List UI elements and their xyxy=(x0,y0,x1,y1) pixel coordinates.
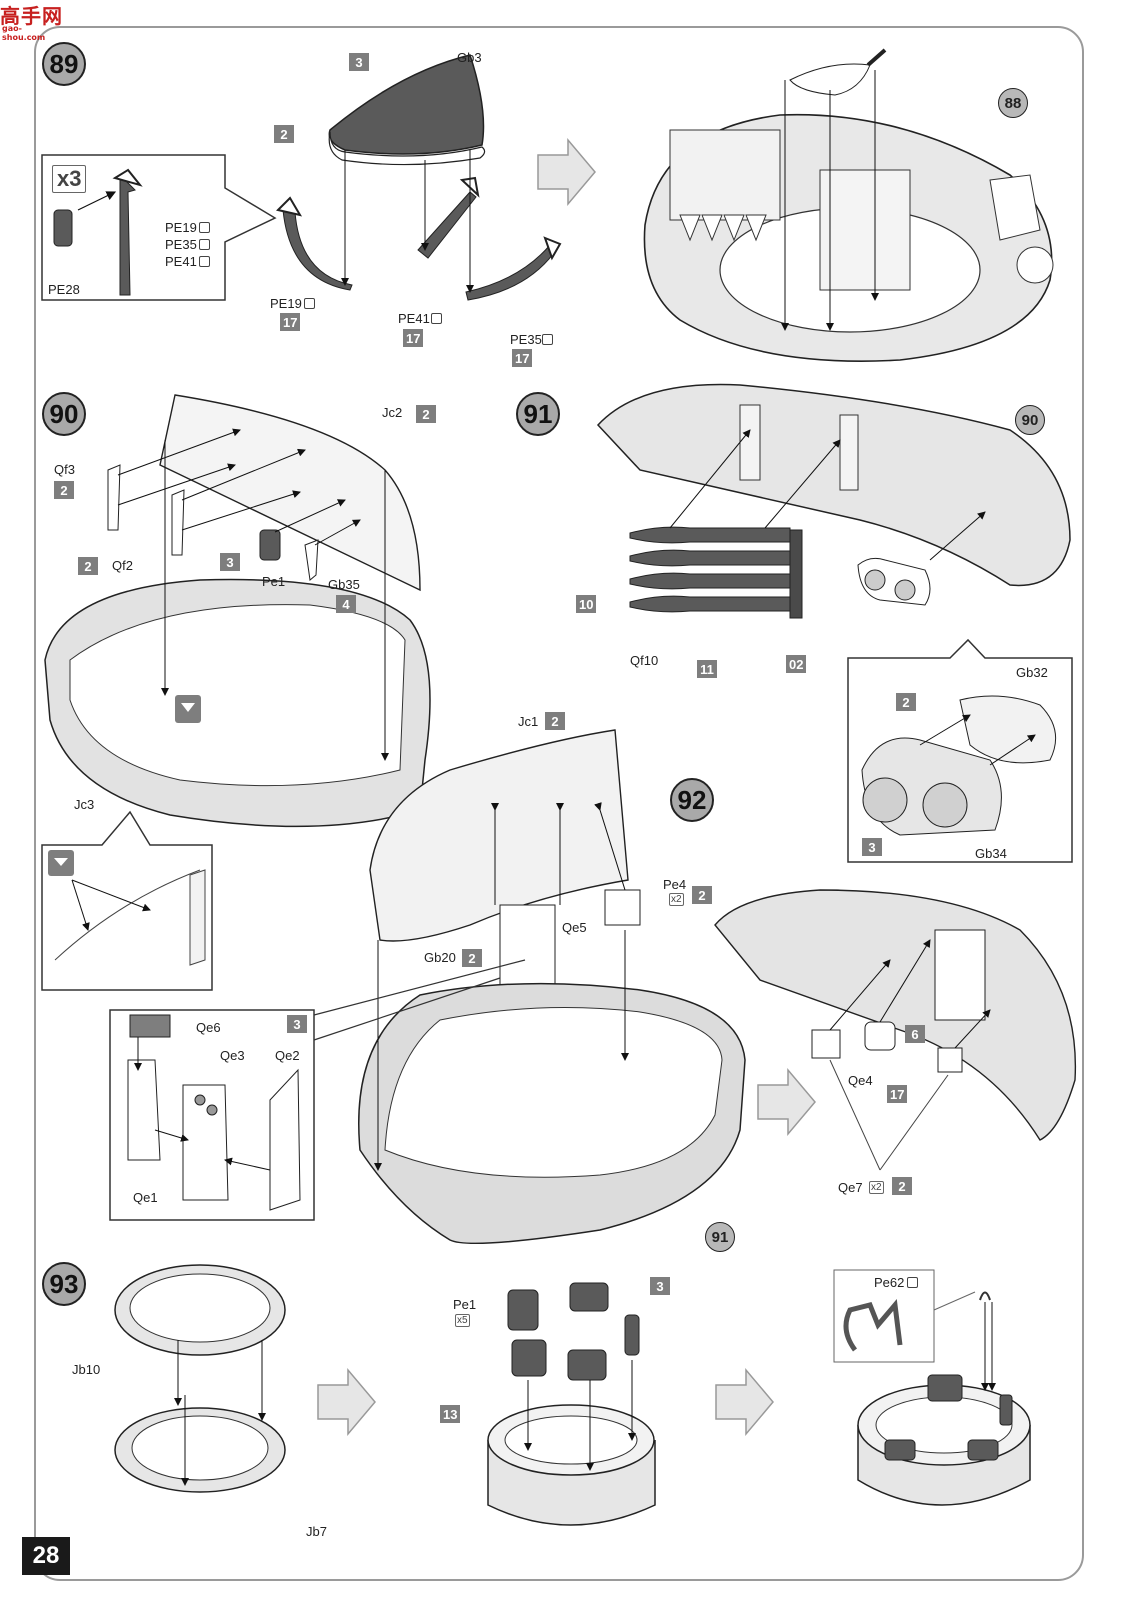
color-code-4: 4 xyxy=(336,595,356,613)
ref-step-90: 90 xyxy=(1015,405,1045,435)
step-number-91: 91 xyxy=(516,392,560,436)
multiplier-x3: x3 xyxy=(52,165,87,193)
color-code-17: 17 xyxy=(887,1085,908,1103)
photo-etch-icon xyxy=(199,239,210,250)
page-number: 28 xyxy=(22,1537,70,1575)
color-code-3: 3 xyxy=(650,1277,670,1295)
color-code-10: 10 xyxy=(576,595,597,613)
multiplier-x5: x5 xyxy=(455,1314,470,1327)
part-pe1: Pe1 xyxy=(262,574,286,589)
part-pe41: PE41 xyxy=(398,311,430,326)
part-jc1: Jc1 xyxy=(518,714,539,729)
part-qe7: Qe7 xyxy=(838,1180,863,1195)
part-gb20: Gb20 xyxy=(424,950,456,965)
part-pe19: PE19 xyxy=(270,296,302,311)
color-code-2: 2 xyxy=(545,712,565,730)
photo-etch-icon xyxy=(907,1277,918,1288)
part-qf3: Qf3 xyxy=(54,462,75,477)
color-code-17: 17 xyxy=(403,329,424,347)
photo-etch-icon xyxy=(542,334,553,345)
color-code-11: 11 xyxy=(697,660,717,678)
part-qe5: Qe5 xyxy=(562,920,587,935)
step-number-93: 93 xyxy=(42,1262,86,1306)
color-code-17: 17 xyxy=(280,313,301,331)
part-qe3: Qe3 xyxy=(220,1048,245,1063)
part-pe28: PE28 xyxy=(48,282,80,297)
photo-etch-icon xyxy=(431,313,442,324)
ref-step-91: 91 xyxy=(705,1222,735,1252)
site-logo-sub: gao-shou.com xyxy=(2,24,46,42)
step-92-drawing xyxy=(109,729,1077,1245)
multiplier-x2: x2 xyxy=(669,893,684,906)
part-gb34: Gb34 xyxy=(975,846,1007,861)
part-qe2: Qe2 xyxy=(275,1048,300,1063)
part-qe6: Qe6 xyxy=(196,1020,221,1035)
part-pe62: Pe62 xyxy=(874,1275,905,1290)
color-code-3: 3 xyxy=(220,553,240,571)
color-code-2: 2 xyxy=(896,693,916,711)
step-number-89: 89 xyxy=(42,42,86,86)
part-pe19-inset: PE19 xyxy=(165,220,197,235)
step-91-drawing xyxy=(596,383,1073,863)
step-89-drawing xyxy=(41,48,1054,362)
color-code-02: 02 xyxy=(786,655,807,673)
part-gb35: Gb35 xyxy=(328,577,360,592)
part-qf10: Qf10 xyxy=(630,653,659,668)
part-gb32: Gb32 xyxy=(1016,665,1048,680)
ref-step-88: 88 xyxy=(998,88,1028,118)
photo-etch-icon xyxy=(199,256,210,267)
photo-etch-icon xyxy=(199,222,210,233)
site-logo-text: 高手网 xyxy=(0,4,63,28)
part-qe1: Qe1 xyxy=(133,1190,158,1205)
color-code-6: 6 xyxy=(905,1025,925,1043)
part-qe4: Qe4 xyxy=(848,1073,873,1088)
color-code-3: 3 xyxy=(349,53,369,71)
site-logo: 高手网 gao-shou.com xyxy=(0,0,63,42)
part-jc3: Jc3 xyxy=(74,797,95,812)
step-90-drawing xyxy=(41,394,431,991)
step-93-drawing xyxy=(114,1264,1031,1526)
step-number-90: 90 xyxy=(42,392,86,436)
part-pe4: Pe4 xyxy=(663,877,687,892)
step-number-92: 92 xyxy=(670,778,714,822)
color-code-2: 2 xyxy=(78,557,98,575)
part-qf2: Qf2 xyxy=(112,558,133,573)
color-code-17: 17 xyxy=(512,349,533,367)
part-gb3: Gb3 xyxy=(457,50,482,65)
part-pe1-93: Pe1 xyxy=(453,1297,477,1312)
part-pe35: PE35 xyxy=(510,332,542,347)
color-code-2: 2 xyxy=(892,1177,912,1195)
part-jb7: Jb7 xyxy=(306,1524,327,1539)
part-pe41-inset: PE41 xyxy=(165,254,197,269)
color-code-2: 2 xyxy=(54,481,74,499)
multiplier-x2: x2 xyxy=(869,1181,884,1194)
photo-etch-icon xyxy=(304,298,315,309)
color-code-2: 2 xyxy=(416,405,436,423)
part-pe35-inset: PE35 xyxy=(165,237,197,252)
part-jc2: Jc2 xyxy=(382,405,403,420)
color-code-3: 3 xyxy=(287,1015,307,1033)
color-code-2: 2 xyxy=(692,886,712,904)
color-code-2: 2 xyxy=(462,949,482,967)
color-code-13: 13 xyxy=(440,1405,461,1423)
page-frame xyxy=(34,26,1084,1581)
color-code-2: 2 xyxy=(274,125,294,143)
part-jb10: Jb10 xyxy=(72,1362,101,1377)
color-code-3: 3 xyxy=(862,838,882,856)
